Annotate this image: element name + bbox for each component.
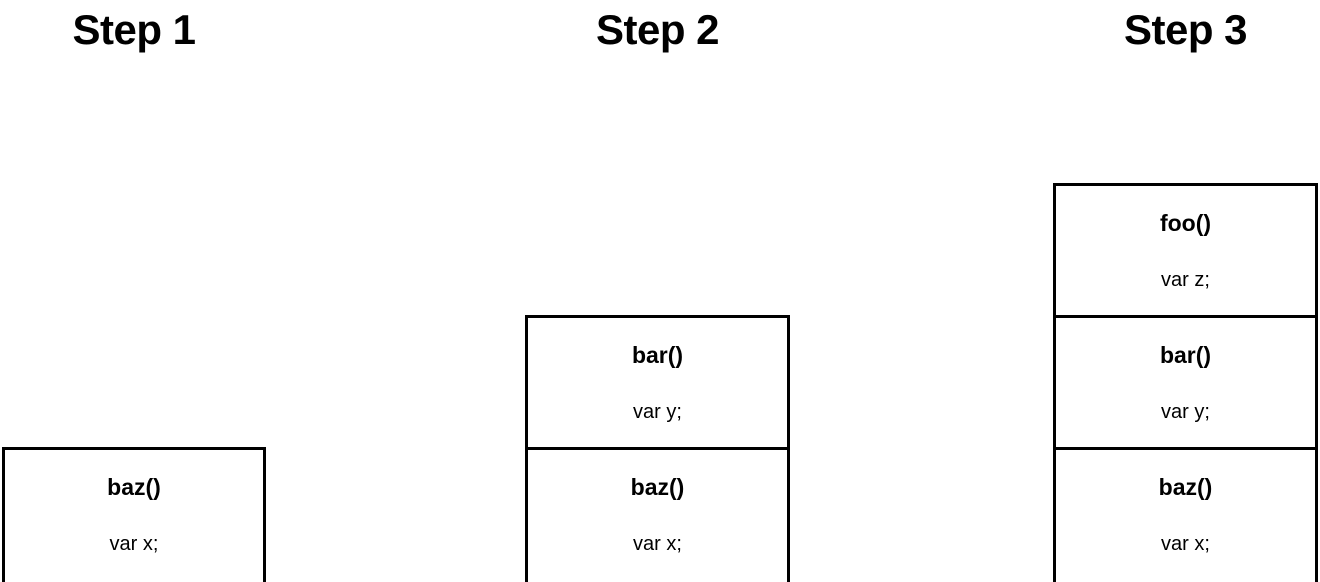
frame-function-name: baz()	[107, 474, 161, 500]
step-column-1: Step 1 baz() var x;	[2, 0, 266, 582]
frame-variable-declaration: var x;	[1161, 533, 1210, 555]
step-title-1: Step 1	[72, 6, 196, 53]
stack-frame: foo() var z;	[1056, 186, 1315, 318]
stack-frame: bar() var y;	[1056, 318, 1315, 450]
step-title-2: Step 2	[595, 6, 720, 53]
stack-frame: baz() var x;	[528, 450, 787, 582]
frame-variable-declaration: var x;	[109, 533, 159, 555]
frame-function-name: bar()	[1159, 342, 1212, 368]
frame-function-name: baz()	[1158, 474, 1213, 500]
frame-function-name: bar()	[631, 342, 684, 368]
frame-variable-declaration: var y;	[633, 401, 682, 423]
call-stack-2: bar() var y; baz() var x;	[525, 315, 790, 582]
stack-frame: baz() var x;	[1056, 450, 1315, 582]
call-stack-1: baz() var x;	[2, 447, 266, 582]
step-title-3: Step 3	[1123, 6, 1248, 53]
call-stack-3: foo() var z; bar() var y; baz() var x;	[1053, 183, 1318, 582]
stack-frame: bar() var y;	[528, 318, 787, 450]
step-column-3: Step 3 foo() var z; bar() var y; baz() v…	[1053, 0, 1318, 582]
frame-variable-declaration: var x;	[633, 533, 682, 555]
frame-function-name: foo()	[1159, 210, 1212, 236]
frame-variable-declaration: var z;	[1161, 269, 1210, 291]
frame-function-name: baz()	[630, 474, 685, 500]
stack-frame: baz() var x;	[5, 450, 263, 582]
step-column-2: Step 2 bar() var y; baz() var x;	[525, 0, 790, 582]
frame-variable-declaration: var y;	[1161, 401, 1210, 423]
